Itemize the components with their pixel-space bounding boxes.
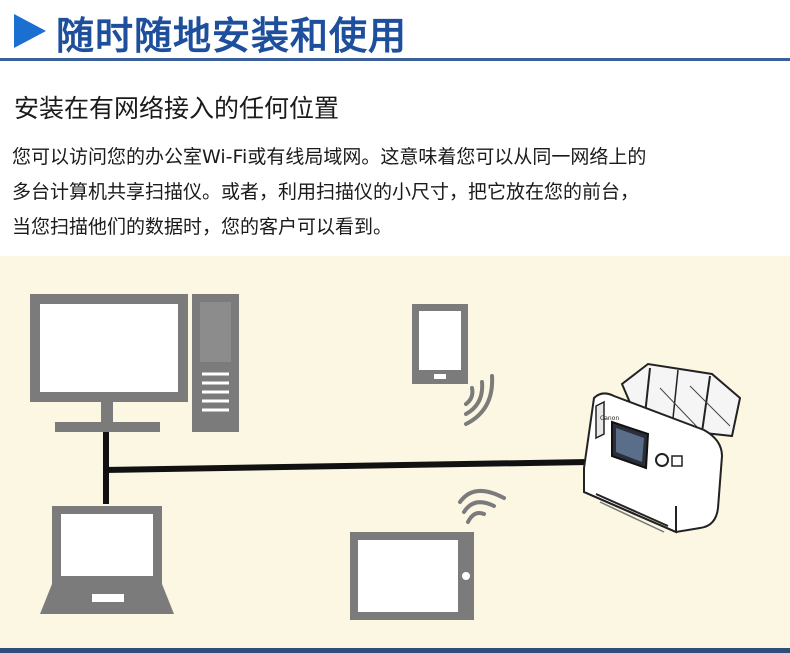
bottom-divider [0, 648, 790, 653]
desktop-computer-icon [30, 294, 239, 432]
scanner-brand-label: Canon [600, 415, 619, 422]
network-diagram: Canon [0, 256, 790, 648]
tablet-icon [350, 532, 474, 620]
description-paragraph: 您可以访问您的办公室Wi-Fi或有线局域网。这意味着您可以从同一网络上的 多台计… [12, 140, 782, 245]
document-scanner-icon [583, 362, 742, 534]
smartphone-icon [412, 304, 468, 384]
paragraph-line: 当您扫描他们的数据时，您的客户可以看到。 [12, 216, 393, 238]
paragraph-line: 多台计算机共享扫描仪。或者，利用扫描仪的小尺寸，把它放在您的前台， [12, 181, 640, 203]
laptop-icon [40, 506, 174, 614]
arrow-icon [14, 14, 46, 48]
paragraph-line: 您可以访问您的办公室Wi-Fi或有线局域网。这意味着您可以从同一网络上的 [12, 146, 647, 168]
header: 随时随地安装和使用 [0, 0, 790, 62]
wifi-signal-icon [464, 374, 495, 426]
header-divider [0, 58, 790, 61]
page-title: 随时随地安装和使用 [56, 14, 408, 58]
wifi-signal-icon [458, 489, 506, 524]
network-diagram-svg: Canon [30, 294, 742, 620]
network-cable [102, 428, 589, 504]
section-subtitle: 安装在有网络接入的任何位置 [14, 94, 340, 123]
